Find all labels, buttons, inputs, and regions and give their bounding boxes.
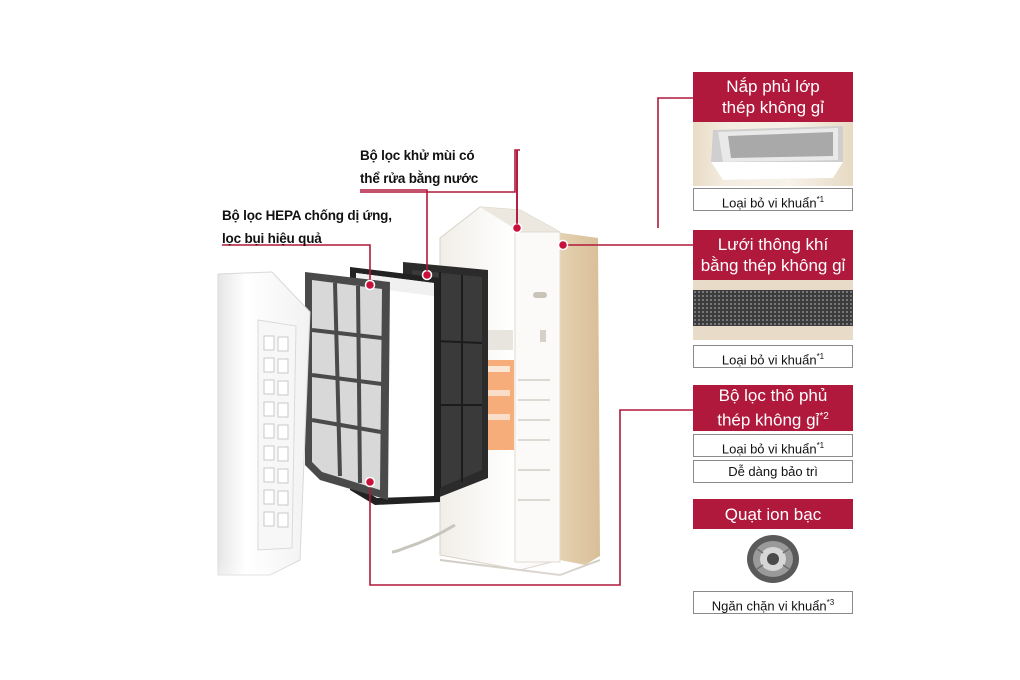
pre-filter [305,272,390,500]
prefilter-title-line1: Bộ lọc thô phủ [718,386,828,406]
lid-panel-title: Nắp phủ lớp thép không gỉ [693,72,853,122]
prefilter-label: Loại bỏ vi khuẩn*1 [693,434,853,457]
hepa-text-line2: lọc bụi hiệu quả [222,231,322,246]
fan-title: Quạt ion bạc [724,504,822,524]
prefilter-label-note: *1 [816,441,825,450]
hepa-filter-callout: Bộ lọc HEPA chống dị ứng, lọc bụi hiệu q… [222,204,392,250]
mesh-title-line2: bằng thép không gỉ [700,256,846,275]
mesh-label-note: *1 [816,352,825,361]
prefilter-title-line2: thép không gỉ [717,410,820,430]
lid-title-line1: Nắp phủ lớp [726,77,820,96]
prefilter-label-text: Loại bỏ vi khuẩn [721,441,817,457]
lid-photo [693,122,853,186]
prefilter-title-note: *2 [819,411,829,423]
deodor-text-line1: Bộ lọc khử mùi có [360,148,475,163]
fan-label: Ngăn chặn vi khuẩn*3 [693,591,853,614]
lid-label-text: Loại bỏ vi khuẩn [721,195,817,211]
hepa-text-line1: Bộ lọc HEPA chống dị ứng, [222,208,392,223]
fan-label-note: *3 [826,598,835,607]
lid-label-note: *1 [816,195,825,204]
callout-dots [364,222,569,488]
mesh-panel-title: Lưới thông khí bằng thép không gỉ [693,230,853,280]
lid-title-line2: thép không gỉ [721,98,825,117]
lid-label: Loại bỏ vi khuẩn*1 [693,188,853,211]
prefilter-panel-title: Bộ lọc thô phủ thép không gỉ*2 [693,385,853,431]
mesh-label-text: Loại bỏ vi khuẩn [721,352,817,368]
mesh-photo [693,280,853,340]
deodor-text-line2: thể rửa bằng nước [360,171,479,186]
mesh-label: Loại bỏ vi khuẩn*1 [693,345,853,368]
fan-panel-title: Quạt ion bạc [693,499,853,529]
deodorizing-filter-callout: Bộ lọc khử mùi có thể rửa bằng nước [360,144,478,190]
prefilter-label-maintenance: Dễ dàng bảo trì [693,460,853,483]
mesh-title-line1: Lưới thông khí [717,235,829,254]
fan-label-text: Ngăn chặn vi khuẩn [711,598,827,614]
fan-photo [693,529,853,589]
prefilter-label2-text: Dễ dàng bảo trì [728,464,818,479]
front-cover [217,271,311,576]
